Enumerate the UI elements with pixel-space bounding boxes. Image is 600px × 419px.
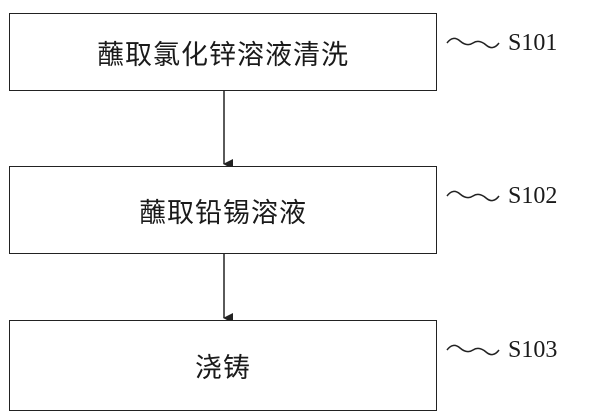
leader-wave-s102 — [446, 190, 500, 202]
leader-wave-s101 — [446, 37, 500, 49]
step-box-s101: 蘸取氯化锌溶液清洗 — [9, 13, 437, 91]
step-box-s103: 浇铸 — [9, 320, 437, 411]
step-label-s102: S102 — [508, 183, 558, 209]
step-text-s103: 浇铸 — [195, 353, 251, 384]
step-label-s103: S103 — [508, 337, 558, 363]
step-text-s101: 蘸取氯化锌溶液清洗 — [97, 39, 349, 71]
leader-wave-s103 — [446, 344, 500, 356]
step-text-s102: 蘸取铅锡溶液 — [139, 197, 307, 229]
step-box-s102: 蘸取铅锡溶液 — [9, 166, 437, 254]
step-label-s101: S101 — [508, 30, 558, 56]
